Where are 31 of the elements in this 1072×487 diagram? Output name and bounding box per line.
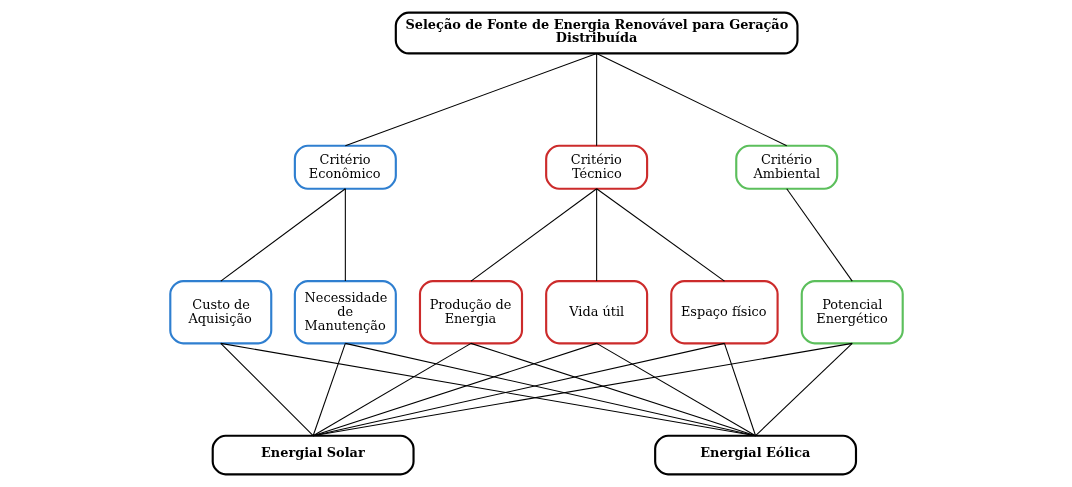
- connector: [595, 188, 725, 282]
- connector: [723, 342, 756, 437]
- connector: [785, 188, 853, 282]
- connector: [469, 188, 597, 282]
- connector: [312, 342, 853, 437]
- connector: [595, 342, 756, 437]
- connector: [219, 342, 756, 437]
- node-box: Critério Técnico: [544, 144, 648, 190]
- connector: [344, 188, 346, 282]
- node-box: Vida útil: [544, 280, 648, 345]
- connector: [312, 342, 472, 437]
- node-box: Critério Econômico: [293, 144, 397, 190]
- node-box: Energial Eólica: [653, 434, 857, 476]
- node-box: Necessidade de Manutenção: [293, 280, 397, 345]
- node-box: Custo de Aquisição: [168, 280, 272, 345]
- connector: [219, 342, 314, 437]
- connector: [595, 52, 787, 147]
- node-box: Critério Ambiental: [734, 144, 838, 190]
- connector: [312, 342, 346, 437]
- connector: [344, 52, 597, 147]
- connector: [595, 188, 597, 282]
- node-box: Seleção de Fonte de Energia Renovável para Geração Distribuída: [394, 11, 799, 55]
- connector: [754, 342, 853, 437]
- connector: [595, 52, 597, 147]
- connector: [312, 342, 597, 437]
- node-box: Espaço físico: [669, 280, 779, 345]
- node-box: Produção de Energia: [418, 280, 523, 345]
- connector: [219, 188, 346, 282]
- node-box: Energial Solar: [211, 434, 415, 476]
- node-box: Potencial Energético: [800, 280, 904, 345]
- connector: [469, 342, 756, 437]
